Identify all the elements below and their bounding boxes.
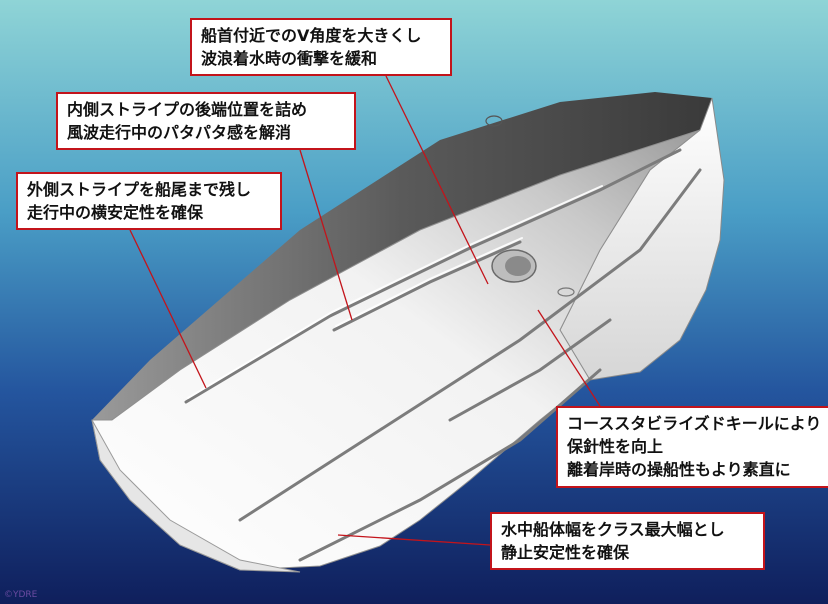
- chine-stripe-mid: [448, 318, 612, 422]
- hull-transom: [91, 419, 301, 573]
- inner-stripe: [332, 240, 522, 332]
- callout-course-keel: コーススタビライズドキールにより 保針性を向上 離着岸時の操船性もより素直に: [556, 406, 828, 488]
- callout-outer-stripe: 外側ストライプを船尾まで残し 走行中の横安定性を確保: [16, 172, 282, 230]
- callout-course-keel-line1: コーススタビライズドキールにより: [567, 414, 822, 433]
- watermark: ©YDRE: [4, 590, 38, 600]
- leader-inner: [299, 149, 353, 321]
- callout-beam-line2: 静止安定性を確保: [501, 543, 630, 562]
- callout-bow-v-angle: 船首付近でのV角度を大きくし 波浪着水時の衝撃を緩和: [190, 18, 452, 76]
- leader-outer: [129, 229, 207, 389]
- keel-line: [238, 168, 702, 522]
- chine-stripe-lower: [298, 368, 602, 562]
- callout-inner-stripe: 内側ストライプの後端位置を詰め 風波走行中のパタパタ感を解消: [56, 92, 356, 150]
- callout-beam: 水中船体幅をクラス最大幅とし 静止安定性を確保: [490, 512, 765, 570]
- callout-inner-stripe-line1: 内側ストライプの後端位置を詰め: [67, 100, 308, 119]
- callout-outer-stripe-line1: 外側ストライプを船尾まで残し: [27, 180, 252, 199]
- callout-bow-v-angle-line1: 船首付近でのV角度を大きくし: [201, 26, 422, 45]
- callout-course-keel-line3: 離着岸時の操船性もより素直に: [567, 460, 791, 479]
- leader-beam: [337, 534, 491, 546]
- leader-keel: [537, 309, 601, 407]
- callout-course-keel-line2: 保針性を向上: [567, 437, 664, 456]
- callout-bow-v-angle-line2: 波浪着水時の衝撃を緩和: [201, 49, 378, 68]
- callout-inner-stripe-line2: 風波走行中のパタパタ感を解消: [67, 123, 292, 142]
- hull-topside: [92, 92, 712, 420]
- callout-outer-stripe-line2: 走行中の横安定性を確保: [27, 203, 204, 222]
- callout-beam-line1: 水中船体幅をクラス最大幅とし: [501, 520, 725, 539]
- leader-bow: [385, 75, 489, 285]
